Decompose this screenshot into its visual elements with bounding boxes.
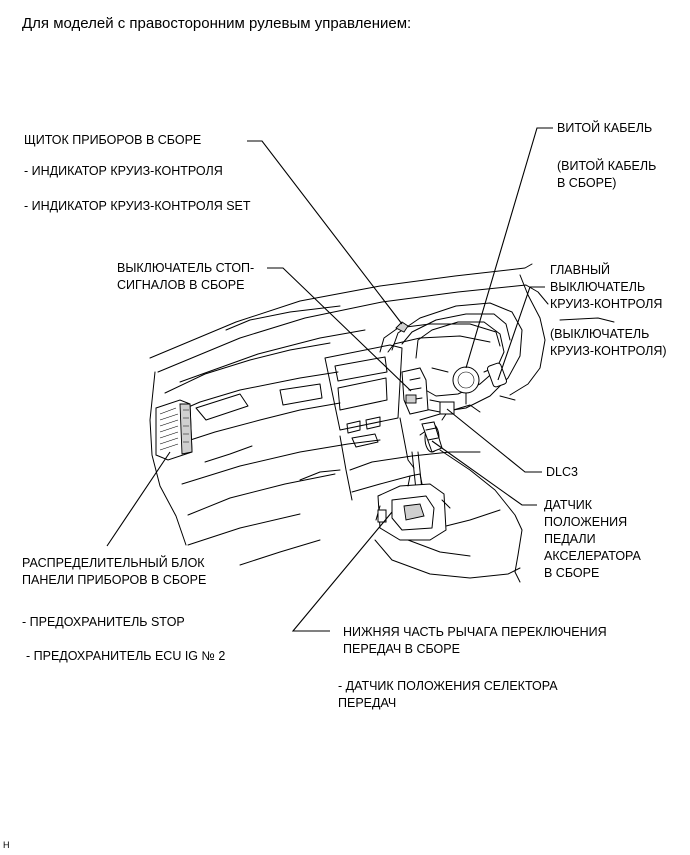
label-accel-line3: ПЕДАЛИ (544, 532, 596, 546)
label-accel-line2: ПОЛОЖЕНИЯ (544, 515, 628, 529)
dashboard-outline (149, 263, 615, 583)
label-spiral-cable: ВИТОЙ КАБЕЛЬ (557, 121, 653, 135)
combination-meter-drawing (379, 321, 501, 353)
leader-shift-assembly (291, 511, 393, 632)
leader-combination-meter (247, 140, 403, 325)
label-cruise-indicator: - ИНДИКАТОР КРУИЗ-КОНТРОЛЯ (24, 164, 223, 178)
label-accel-line1: ДАТЧИК (544, 498, 593, 512)
page-title: Для моделей с правосторонним рулевым упр… (22, 15, 412, 32)
label-main-note-line2: КРУИЗ-КОНТРОЛЯ) (550, 344, 667, 358)
label-main-note-line1: (ВЫКЛЮЧАТЕЛЬ (550, 327, 650, 341)
label-main-switch-line1: ГЛАВНЫЙ (550, 263, 611, 277)
image-code: H (3, 840, 10, 850)
stop-switch-drawing (401, 367, 455, 421)
leader-main-switch (497, 286, 545, 381)
label-fuse-ecu: - ПРЕДОХРАНИТЕЛЬ ECU IG № 2 (26, 649, 226, 663)
label-combination-meter: ЩИТОК ПРИБОРОВ В СБОРЕ (24, 133, 202, 147)
label-junction-line2: ПАНЕЛИ ПРИБОРОВ В СБОРЕ (22, 573, 207, 587)
label-shift-line2: ПЕРЕДАЧ В СБОРЕ (343, 642, 460, 656)
label-junction-line1: РАСПРЕДЕЛИТЕЛЬНЫЙ БЛОК (22, 556, 205, 570)
label-accel-line4: АКСЕЛЕРАТОРА (544, 549, 641, 563)
leader-lines (106, 127, 553, 632)
label-spiral-note-line2: В СБОРЕ) (557, 176, 617, 190)
leader-stop-switch (267, 267, 412, 392)
label-stop-switch-line1: ВЫКЛЮЧАТЕЛЬ СТОП- (117, 261, 255, 275)
label-main-switch-line3: КРУИЗ-КОНТРОЛЯ (550, 297, 663, 311)
leader-accelerator (431, 440, 537, 506)
label-main-switch-line2: ВЫКЛЮЧАТЕЛЬ (550, 280, 646, 294)
label-cruise-set-indicator: - ИНДИКАТОР КРУИЗ-КОНТРОЛЯ SET (24, 199, 251, 213)
leader-junction-block (106, 451, 171, 547)
label-selector-line2: ПЕРЕДАЧ (338, 696, 397, 710)
label-stop-switch-line2: СИГНАЛОВ В СБОРЕ (117, 278, 245, 292)
label-accel-line5: В СБОРЕ (544, 566, 600, 580)
label-dlc3: DLC3 (546, 465, 578, 479)
leader-spiral-cable (465, 127, 553, 369)
leader-dlc3 (446, 408, 542, 473)
label-spiral-note-line1: (ВИТОЙ КАБЕЛЬ (557, 159, 657, 173)
junction-block-drawing (155, 399, 193, 461)
label-shift-line1: НИЖНЯЯ ЧАСТЬ РЫЧАГА ПЕРЕКЛЮЧЕНИЯ (343, 625, 607, 639)
label-fuse-stop: - ПРЕДОХРАНИТЕЛЬ STOP (22, 615, 185, 629)
shift-assembly-drawing (375, 473, 451, 541)
label-selector-line1: - ДАТЧИК ПОЛОЖЕНИЯ СЕЛЕКТОРА (338, 679, 558, 693)
